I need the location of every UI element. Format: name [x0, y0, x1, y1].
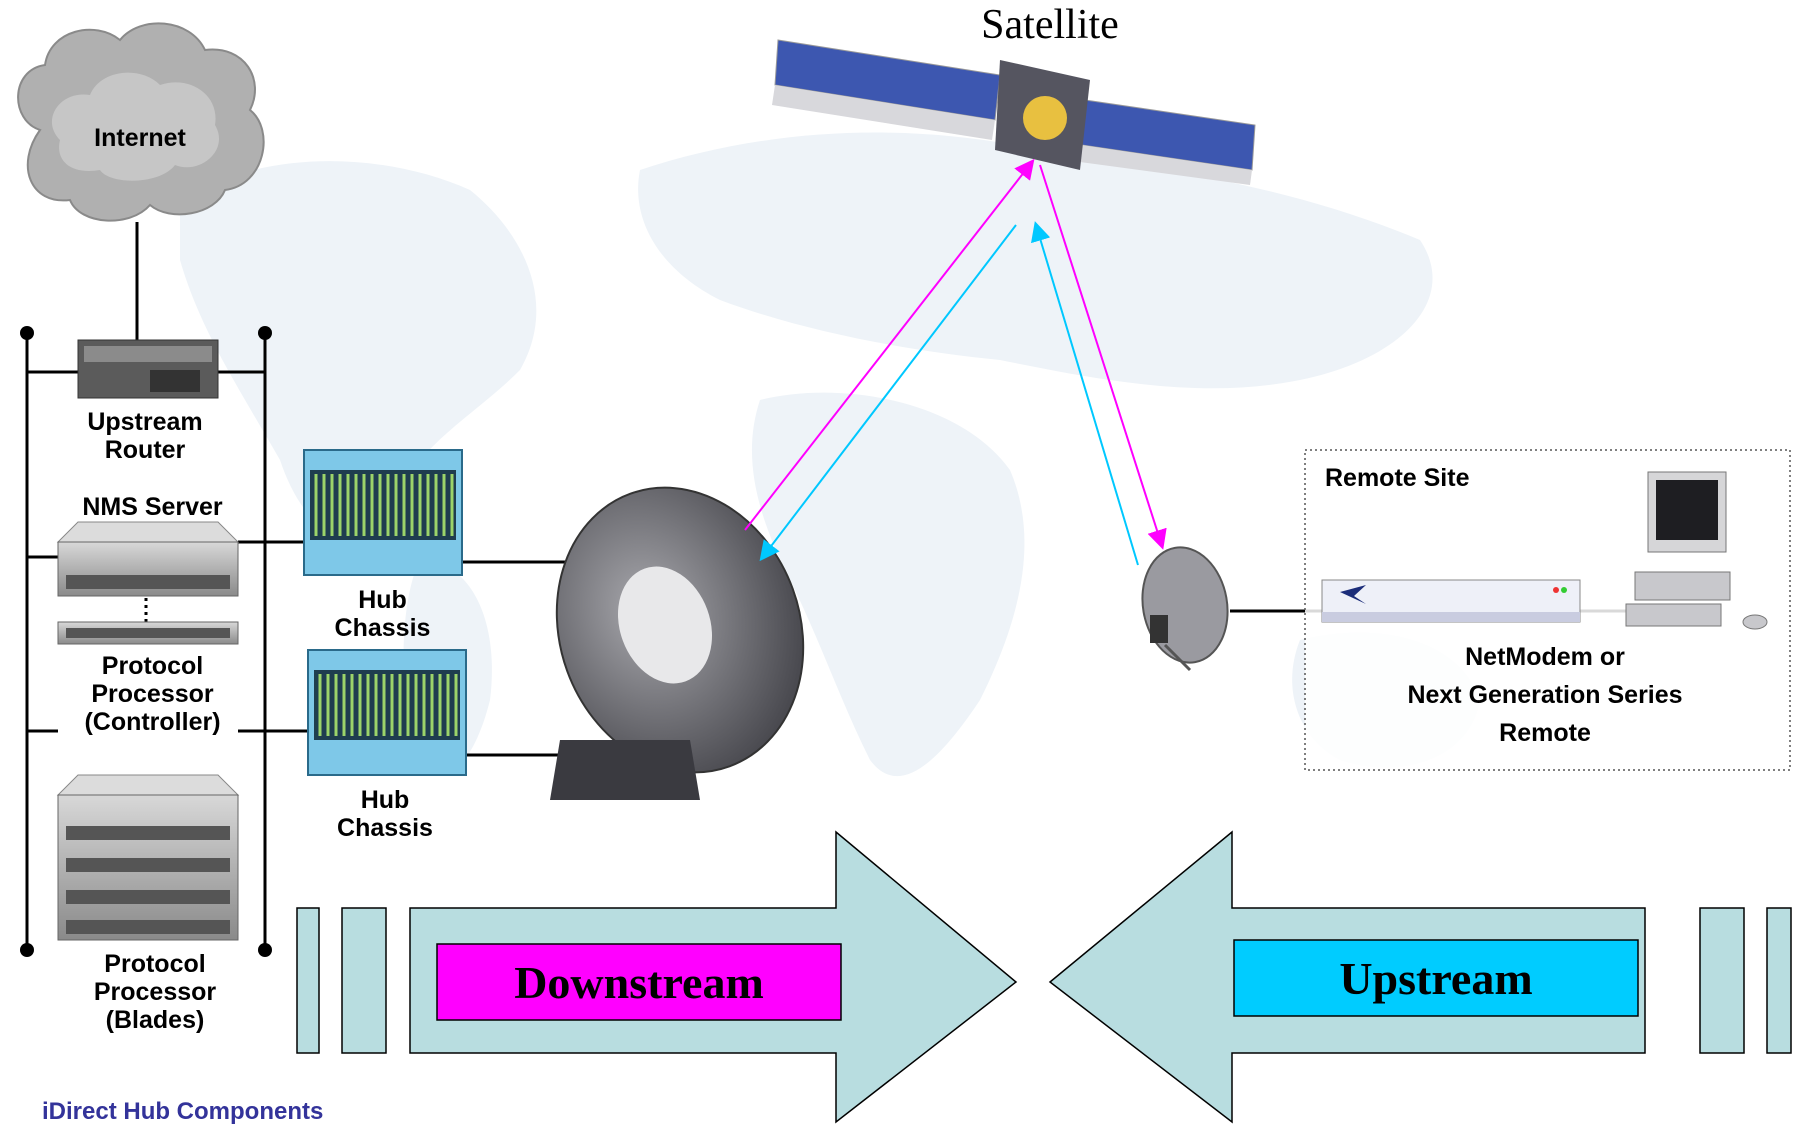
- caption: iDirect Hub Components: [42, 1098, 324, 1125]
- remote-label: NetModem or Next Generation Series Remot…: [1407, 643, 1683, 747]
- protocol-processor-blades-label: Protocol Processor (Blades): [93, 950, 217, 1034]
- controller-icon: [57, 621, 239, 645]
- hub-chassis-2-label: Hub Chassis: [337, 786, 433, 842]
- computer-icon: [1625, 471, 1768, 630]
- nms-server-label: NMS Server: [82, 493, 223, 521]
- nms-server-icon: [56, 521, 240, 597]
- protocol-processor-controller-label: Protocol Processor (Controller): [84, 652, 221, 736]
- hub-antenna-icon: [550, 486, 805, 800]
- bus-endpoints: [20, 326, 272, 957]
- hub-chassis-1-label: Hub Chassis: [334, 586, 431, 642]
- netmodem-icon: [1321, 579, 1581, 623]
- upstream-label: Upstream: [1339, 952, 1533, 1004]
- hub-chassis-1-icon: [303, 449, 463, 576]
- router-icon: [77, 339, 219, 399]
- upstream-box: [1233, 939, 1639, 1017]
- world-map-background: [180, 132, 1480, 777]
- remote-site-title: Remote Site: [1325, 464, 1470, 492]
- internet-label: Internet: [94, 124, 186, 152]
- signal-paths: [744, 158, 1167, 566]
- satellite-icon: [772, 39, 1256, 185]
- cloud-icon: [17, 22, 265, 222]
- upstream-router-label: Upstream Router: [87, 408, 203, 464]
- downstream-label: Downstream: [514, 956, 764, 1008]
- downstream-box: [436, 943, 842, 1021]
- satellite-label: Satellite: [981, 2, 1119, 48]
- remote-antenna-icon: [1141, 546, 1229, 672]
- hub-chassis-2-icon: [307, 649, 467, 776]
- blades-icon: [56, 774, 240, 941]
